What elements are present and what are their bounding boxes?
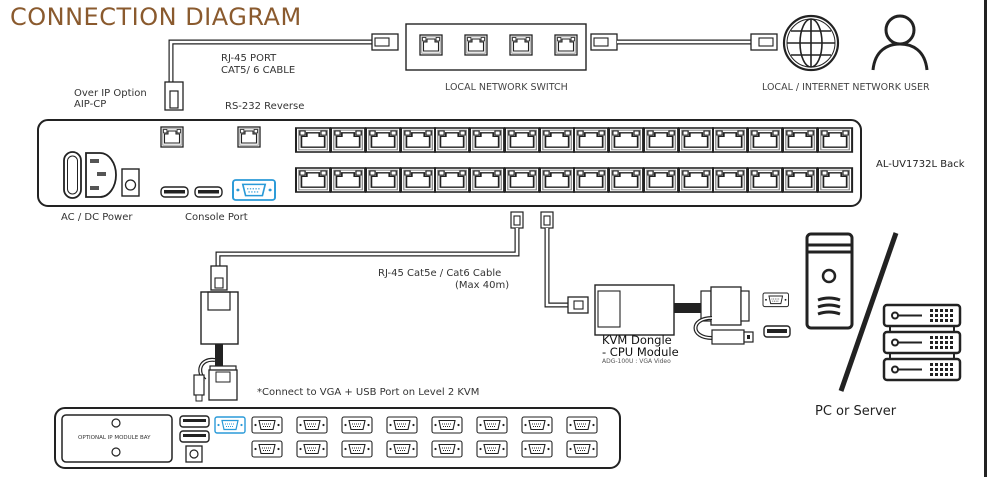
uplink-cable — [168, 39, 372, 82]
cable-plug-2 — [540, 211, 554, 229]
rj45-port-6 — [468, 126, 506, 154]
rj45-port-15 — [781, 126, 819, 154]
level2-vga-port-14 — [476, 440, 508, 458]
rj45-port-23 — [503, 166, 541, 194]
globe-icon — [782, 14, 840, 72]
rs232-label: RS-232 Reverse — [225, 101, 305, 112]
level2-vga-port-16 — [566, 440, 598, 458]
level2-vga-port-6 — [476, 416, 508, 434]
level2-vga-port-13 — [431, 440, 463, 458]
pc-server-label: PC or Server — [815, 404, 897, 419]
page-edge-border — [984, 0, 987, 477]
rj45-port-12 — [677, 126, 715, 154]
ip-module-bay-label: OPTIONAL IP MODULE BAY — [78, 435, 151, 441]
server-rack-icon — [882, 303, 962, 382]
console-usb-port-2 — [194, 186, 223, 198]
dongle-model-label: ADG-100U : VGA Video — [602, 358, 671, 365]
rj45-port-26 — [607, 166, 645, 194]
rj45-port-20 — [399, 166, 437, 194]
rj45-port-32 — [816, 166, 854, 194]
rj45-port-22 — [468, 166, 506, 194]
level2-vga-port-12 — [386, 440, 418, 458]
rj45-port-13 — [711, 126, 749, 154]
level2-vga-port-8 — [566, 416, 598, 434]
rj45-port-29 — [711, 166, 749, 194]
aip-cp-port — [160, 126, 184, 148]
console-usb-port-1 — [160, 186, 189, 198]
rj45-port-16 — [816, 126, 854, 154]
cable-to-dongle — [544, 228, 568, 308]
cable-to-level2-kvm — [215, 228, 520, 266]
unit-name-label: AL-UV1732L Back — [876, 159, 965, 170]
level2-kvm-vga-console — [214, 416, 246, 434]
level2-vga-port-4 — [386, 416, 418, 434]
level2-vga-port-10 — [296, 440, 328, 458]
dongle-label-line2: - CPU Module — [602, 345, 679, 359]
level2-vga-port-1 — [251, 416, 283, 434]
local-switch-label: LOCAL NETWORK SWITCH — [445, 82, 568, 93]
rj45-port-5 — [433, 126, 471, 154]
power-label: AC / DC Power — [61, 212, 133, 223]
rj45-port-8 — [538, 126, 576, 154]
rj45-cable-label: RJ-45 Cat5e / Cat6 Cable — [378, 268, 502, 279]
page-title: CONNECTION DIAGRAM — [10, 3, 302, 31]
aip-cp-label: AIP-CP — [74, 99, 107, 110]
console-vga-port — [232, 179, 276, 201]
over-ip-option-label: Over IP Option — [74, 88, 147, 99]
user-icon — [871, 14, 929, 71]
rj45-port-10 — [607, 126, 645, 154]
rj45-port-30 — [746, 166, 784, 194]
pc-vga-port-icon — [762, 292, 789, 308]
server-unit-2 — [882, 330, 962, 359]
level2-vga-port-5 — [431, 416, 463, 434]
rj45-port-1 — [294, 126, 332, 154]
power-socket-icon — [63, 151, 117, 199]
rj45-port-19 — [364, 166, 402, 194]
rj45-port-24 — [538, 166, 576, 194]
connect-note-label: *Connect to VGA + USB Port on Level 2 KV… — [257, 387, 480, 398]
pc-usb-port-icon — [763, 325, 791, 338]
level2-dongle — [193, 265, 239, 402]
level2-vga-port-7 — [521, 416, 553, 434]
rj45-port-27 — [642, 166, 680, 194]
rj45-port-21 — [433, 166, 471, 194]
cable-plug-1 — [510, 211, 524, 229]
rj45-port-18 — [329, 166, 367, 194]
rj45-port-25 — [572, 166, 610, 194]
rj45-port-2 — [329, 126, 367, 154]
internet-cable — [590, 33, 778, 51]
uplink-plug-left — [164, 81, 184, 111]
rj45-port-17 — [294, 166, 332, 194]
kvm-dongle-cpu-module — [567, 284, 754, 345]
pc-tower-icon — [805, 232, 854, 330]
switch-plug-left — [371, 33, 399, 51]
rj45-port-3 — [364, 126, 402, 154]
rj45-port-7 — [503, 126, 541, 154]
level2-vga-port-3 — [341, 416, 373, 434]
rj45-port-4 — [399, 126, 437, 154]
dongle-label-line1: KVM Dongle — [602, 333, 672, 347]
rj45-port-31 — [781, 166, 819, 194]
level2-vga-port-11 — [341, 440, 373, 458]
server-unit-3 — [882, 357, 962, 382]
server-unit-1 — [882, 303, 962, 332]
rj45-port-9 — [572, 126, 610, 154]
level2-vga-port-9 — [251, 440, 283, 458]
or-divider-slash — [838, 232, 899, 392]
cat-cable-label: CAT5/ 6 CABLE — [221, 65, 296, 76]
rj45-port-label: RJ-45 PORT — [221, 53, 277, 64]
power-switch — [121, 168, 140, 197]
level2-vga-port-15 — [521, 440, 553, 458]
rj45-port-14 — [746, 126, 784, 154]
level2-vga-port-2 — [296, 416, 328, 434]
rj45-port-11 — [642, 126, 680, 154]
rj45-port-28 — [677, 166, 715, 194]
max-length-label: (Max 40m) — [455, 280, 510, 291]
network-user-label: LOCAL / INTERNET NETWORK USER — [762, 82, 930, 93]
rs232-port — [237, 126, 261, 148]
local-network-switch — [405, 23, 587, 71]
console-port-label: Console Port — [185, 212, 248, 223]
